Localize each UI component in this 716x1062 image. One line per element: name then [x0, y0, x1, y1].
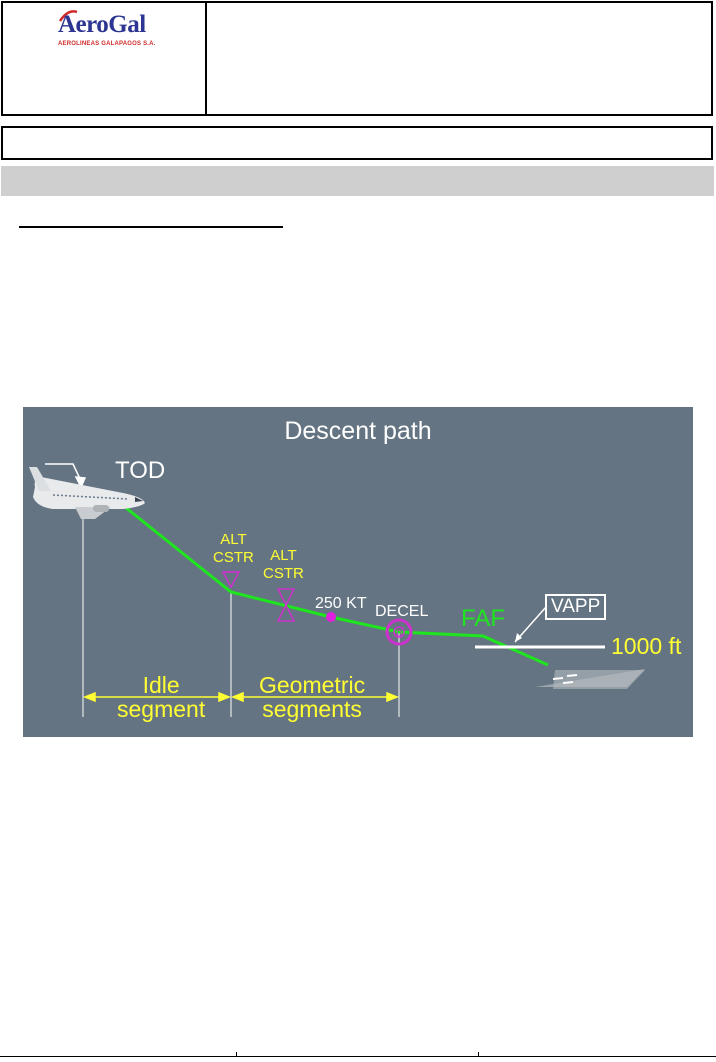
vapp-label: VAPP — [545, 594, 607, 620]
aircraft-icon — [29, 467, 145, 519]
company-subtitle: AEROLINEAS GALAPAGOS S.A. — [58, 41, 156, 47]
document-header: AeroGal AEROLINEAS GALAPAGOS S.A. — [1, 1, 713, 116]
speed-label: 250 KT — [315, 595, 367, 612]
header-info-row — [1, 126, 713, 160]
altitude-label: 1000 ft — [611, 633, 682, 659]
svg-text:D: D — [396, 629, 402, 638]
alt-cstr-label-2: ALT CSTR — [263, 547, 304, 582]
idle-segment-arrow — [82, 691, 232, 703]
company-logo: AeroGal — [58, 11, 146, 38]
geometric-segments-label: Geometric segments — [259, 672, 366, 722]
tod-pointer-arrow — [45, 463, 87, 489]
decel-label: DECEL — [375, 603, 429, 620]
alt-constraint-window-icon — [276, 588, 296, 622]
alt-cstr-label-1: ALT CSTR — [213, 531, 254, 566]
footer-rule — [0, 1056, 716, 1057]
footer-column-divider-2 — [478, 1052, 479, 1057]
idle-segment-label: Idle segment — [117, 672, 206, 722]
footer-column-divider-1 — [236, 1052, 237, 1057]
descent-path-figure: D Descent path TOD ALT CSTR ALT CSTR 250… — [23, 407, 693, 737]
decel-point-icon: D — [385, 618, 413, 646]
descent-path-line — [124, 505, 549, 667]
runway-icon — [535, 669, 645, 689]
descent-path-diagram: D — [29, 463, 645, 717]
section-heading-underline — [19, 226, 283, 228]
logo-swoosh-icon — [58, 10, 78, 22]
header-title-cell — [207, 3, 711, 114]
alt-constraint-icon — [221, 571, 241, 589]
figure-title: Descent path — [284, 417, 432, 445]
section-band — [1, 166, 714, 196]
tod-label: TOD — [115, 457, 166, 484]
faf-label: FAF — [461, 605, 506, 632]
geometric-segment-arrow — [230, 691, 400, 703]
speed-dot-icon — [326, 612, 336, 622]
logo-cell: AeroGal AEROLINEAS GALAPAGOS S.A. — [3, 3, 207, 114]
